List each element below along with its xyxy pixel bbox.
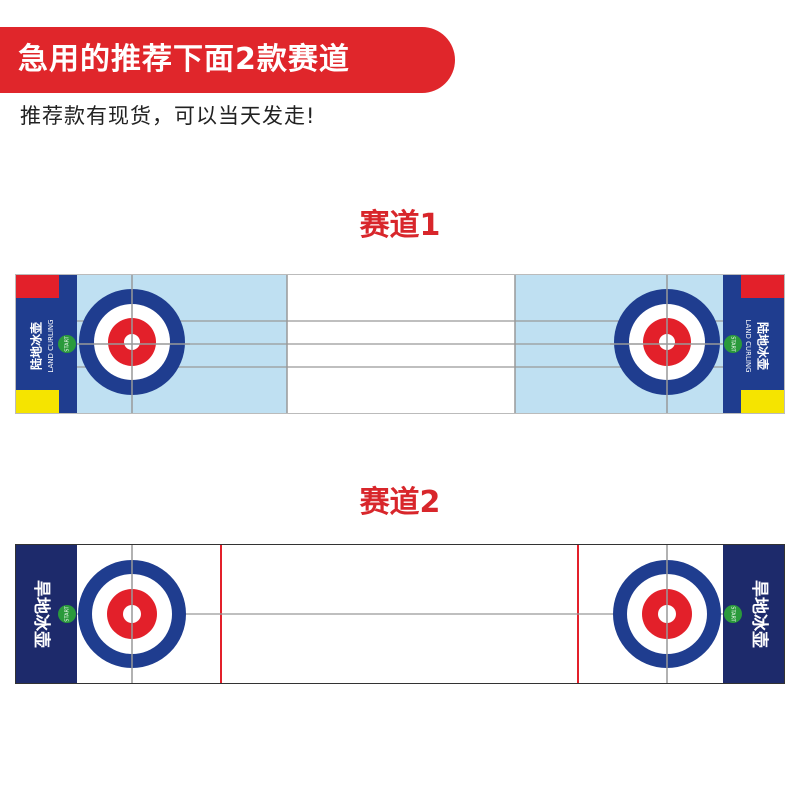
start-label-right-2: START [730, 606, 736, 622]
header-banner: 急用的推荐下面2款赛道 [0, 27, 455, 93]
start-dot-left [58, 335, 76, 353]
start-dot-right-2 [724, 605, 742, 623]
target-left-2 [78, 544, 186, 684]
logo-en-left: LAND CURLING [47, 319, 55, 372]
track-2-title: 赛道2 [359, 485, 441, 520]
track-1-image: START START 陆地冰壶 LAND CURLING 陆地冰壶 LAND … [15, 274, 785, 414]
logo-cn-left-2: 旱地冰壶 [31, 580, 52, 648]
start-dot-left-2 [58, 605, 76, 623]
start-label-left: START [65, 335, 71, 351]
banner-title: 急用的推荐下面2款赛道 [18, 42, 350, 77]
logo-en-right: LAND CURLING [744, 319, 752, 372]
subtitle: 推荐款有现货，可以当天发走! [20, 104, 316, 128]
start-label-left-2: START [65, 605, 71, 621]
track-1-graphic: START START 陆地冰壶 LAND CURLING 陆地冰壶 LAND … [15, 274, 785, 414]
logo-cn-left: 陆地冰壶 [29, 322, 44, 370]
target-right-2 [613, 544, 721, 684]
track-2-graphic: START START 旱地冰壶 旱地冰壶 [15, 544, 785, 684]
track-1-title: 赛道1 [359, 208, 441, 243]
start-label-right: START [730, 336, 736, 352]
logo-cn-right: 陆地冰壶 [756, 322, 771, 370]
logo-cn-right-2: 旱地冰壶 [749, 580, 770, 648]
start-dot-right [724, 335, 742, 353]
target-left [77, 274, 190, 414]
target-right [610, 274, 723, 414]
track-2-image: START START 旱地冰壶 旱地冰壶 [15, 544, 785, 684]
